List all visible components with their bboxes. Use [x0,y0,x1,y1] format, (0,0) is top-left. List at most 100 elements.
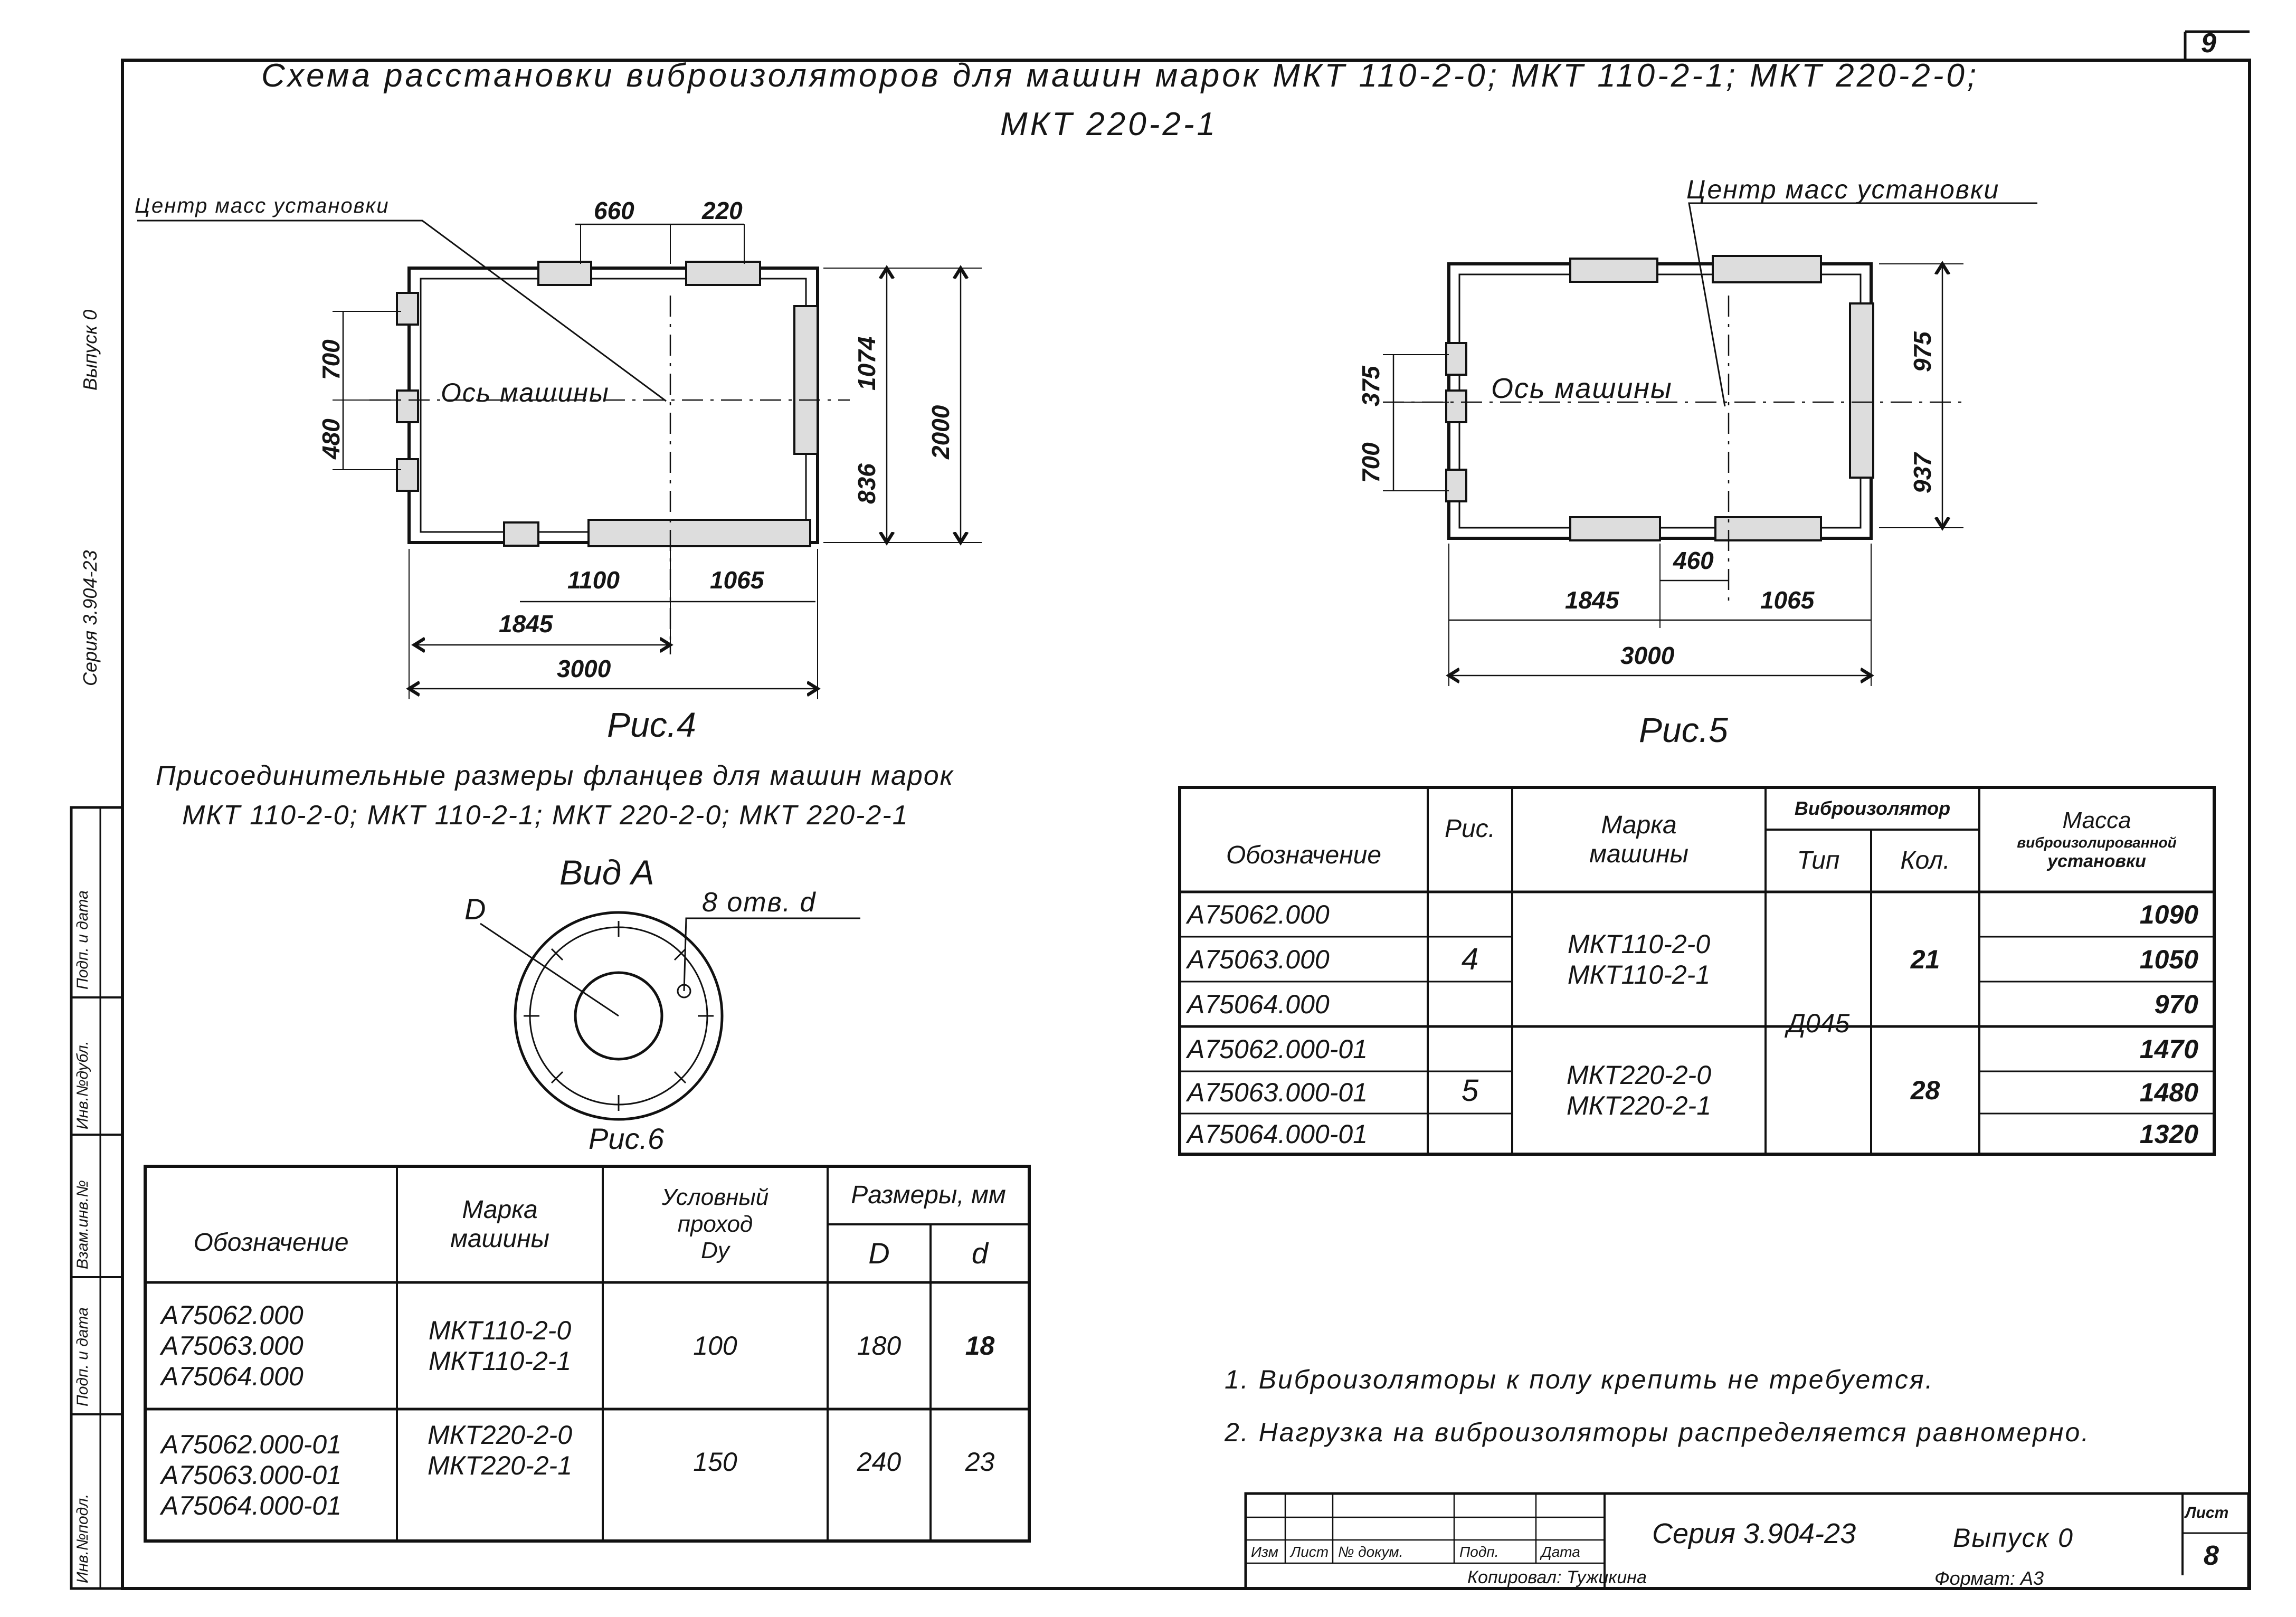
fig5-dim-1065: 1065 [1760,586,1815,614]
stamp-copied: Копировал: Тужикина [1467,1567,1647,1587]
strip-inv-dubl: Инв.№дубл. [74,1041,91,1129]
ti-type-value: Д045 [1787,1008,1850,1038]
stamp-col-izm: Изм [1251,1544,1278,1560]
stamp-col-data: Дата [1541,1544,1580,1560]
tf-row2-des-3: А75064.000-01 [161,1491,341,1520]
ti-header-machine-l1: Марка [1601,811,1677,839]
tf-row1-des-1: А75062.000 [161,1300,303,1330]
tf-row1-designations: А75062.000 А75063.000 А75064.000 [145,1282,397,1409]
tf-header-du-l1: Условный [661,1184,769,1211]
tf-row2-du: 150 [693,1447,737,1477]
tf-row2-D: 240 [857,1447,902,1477]
fig4-frame-drawing [137,220,982,699]
flange-heading-line2: МКТ 110-2-0; МКТ 110-2-1; МКТ 220-2-0; М… [182,800,909,831]
fig4-dim-1100: 1100 [567,566,620,594]
fig5-frame-drawing [1383,202,2037,686]
binding-strip [70,806,124,1590]
fig4-dim-3000: 3000 [557,655,611,682]
flange-view-label: Вид А [559,853,654,892]
fig6-flange-drawing [480,911,860,1121]
fig4-dim-1845: 1845 [499,610,553,638]
tf-row1-des-2: А75063.000 [161,1331,303,1361]
fig4-caption: Рис.4 [607,705,696,744]
tf-header-designation: Обозначение [193,1229,349,1257]
ti-header-qty: Кол. [1900,846,1950,875]
fig4-center-label: Центр масс установки [135,194,390,217]
ti-header-mass-l1: Масса [2062,807,2131,834]
ti-g2-mass-3: 1320 [2139,1119,2198,1149]
ti-g2-fig: 5 [1461,1073,1479,1108]
ti-header-mass-l3: установки [2047,851,2146,871]
ti-g2-mass-1: 1470 [2139,1034,2198,1064]
stamp-seria: Серия 3.904-23 [1652,1518,1856,1549]
stamp-col-podp: Подп. [1459,1544,1499,1560]
tf-row1-des-3: А75064.000 [161,1362,303,1391]
fig5-dim-375: 375 [1357,366,1384,406]
fig5-dim-460: 460 [1673,547,1714,574]
ti-header-mass-l2: виброизолированной [2017,834,2177,851]
tf-header-sizes: Размеры, мм [851,1181,1006,1210]
ti-g2-machines: МКТ220-2-0 МКТ220-2-1 [1512,1026,1766,1154]
fig5-dim-700: 700 [1357,442,1384,483]
tf-header-machine-l1: Марка [462,1195,538,1224]
stamp-format: Формат: А3 [1934,1567,2044,1589]
tf-header-d: d [971,1236,989,1270]
fig4-dim-1065: 1065 [710,566,764,594]
table-isolators-grid [1178,786,2216,1156]
ti-header-machine: Марка машины [1512,787,1766,892]
tf-row2-machines: МКТ220-2-0 МКТ220-2-1 [397,1409,603,1541]
tf-header-du-l2: проход [677,1211,753,1237]
fig5-dim-975: 975 [1909,331,1936,372]
fig5-dim-3000: 3000 [1620,642,1675,669]
strip-vzam-inv: Взам.инв.№ [74,1180,91,1269]
ti-header-isolator: Виброизолятор [1794,797,1951,820]
fig4-dim-1074: 1074 [853,336,880,391]
corner-page-number: 9 [2201,28,2216,59]
fig5-axis-label: Ось машины [1491,373,1673,404]
stamp-sheet-number: 8 [2204,1540,2219,1571]
flange-D-label: D [464,892,486,926]
side-seria: Серия 3.904-23 [79,550,101,686]
flange-caption: Рис.6 [589,1122,665,1155]
tf-header-du-l3: Dу [701,1238,729,1264]
strip-podp-data-2: Подп. и дата [74,890,91,990]
ti-header-type: Тип [1797,846,1840,875]
ti-g2-mach-1: МКТ220-2-0 [1567,1060,1711,1090]
fig5-center-label: Центр масс установки [1686,175,2000,204]
ti-g2-qty: 28 [1910,1076,1940,1105]
ti-g2-mach-2: МКТ220-2-1 [1567,1091,1711,1120]
flange-holes-label: 8 отв. d [702,887,817,918]
note-2: 2. Нагрузка на виброизоляторы распределя… [1225,1418,2091,1447]
tf-row1-du: 100 [693,1331,737,1361]
tf-header-machine: Марка машины [397,1166,603,1282]
fig5-dim-1845: 1845 [1565,586,1619,614]
fig4-dim-660: 660 [594,197,634,224]
tf-row1-mach-2: МКТ110-2-1 [428,1346,572,1376]
tf-row2-mach-2: МКТ220-2-1 [428,1451,572,1480]
fig5-dim-937: 937 [1909,453,1936,493]
stamp-grid [1244,1492,2250,1590]
stamp-col-doc: № докум. [1338,1544,1403,1560]
ti-header-mass: Масса виброизолированной установки [1979,787,2214,892]
fig5-caption: Рис.5 [1639,710,1728,749]
page-title-line1: Схема расстановки виброизоляторов для ма… [261,58,1979,94]
fig4-dim-700: 700 [317,339,345,380]
ti-g2-mass-2: 1480 [2139,1078,2198,1107]
table-flange-grid [144,1165,1031,1543]
tf-row1-d: 18 [965,1331,995,1361]
ti-g2-des-3: А75064.000-01 [1187,1119,1368,1149]
ti-g1-mass-1: 1090 [2139,899,2198,929]
tf-row1-machines: МКТ110-2-0 МКТ110-2-1 [397,1282,603,1409]
note-1: 1. Виброизоляторы к полу крепить не треб… [1225,1365,1934,1394]
fig4-dim-480: 480 [317,418,345,459]
stamp-col-list: Лист [1291,1544,1329,1560]
tf-row2-designations: А75062.000-01 А75063.000-01 А75064.000-0… [145,1409,397,1541]
side-vypusk: Выпуск 0 [79,309,101,391]
tf-row2-des-2: А75063.000-01 [161,1460,341,1490]
strip-podp-data-1: Подп. и дата [74,1307,91,1406]
ti-g2-des-2: А75063.000-01 [1187,1078,1368,1107]
fig4-axis-label: Ось машины [441,378,610,407]
stamp-vypusk: Выпуск 0 [1953,1523,2074,1553]
ti-g1-mass-3: 970 [2154,989,2198,1019]
